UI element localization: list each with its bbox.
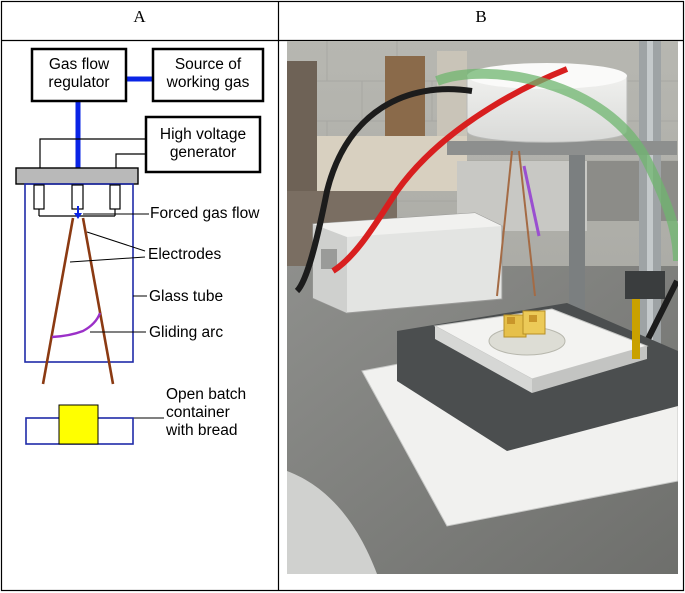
nozzle-left [33, 184, 45, 210]
glass-tube-label: Glass tube [149, 288, 224, 305]
electrodes-label: Electrodes [148, 246, 222, 263]
leader-electrodes-right [86, 231, 146, 252]
gliding-arc-label: Gliding arc [149, 324, 224, 341]
panel-b-header: B [475, 7, 487, 26]
glass-tube [24, 183, 134, 363]
high-voltage-generator-label: High voltage generator [159, 126, 247, 161]
leader-electrodes-left [69, 256, 146, 263]
electrode-left [41, 217, 75, 385]
setup-photograph [287, 41, 678, 574]
gliding-arc [51, 312, 102, 339]
hv-wire-right [115, 153, 146, 168]
gas-flow-arrow-head [74, 213, 82, 219]
electrode-holder [15, 167, 139, 185]
source-of-working-gas-box [151, 47, 265, 103]
gas-flow-regulator-box [30, 47, 128, 103]
nozzle-right [109, 184, 121, 210]
forced-gas-flow-label: Forced gas flow [150, 205, 260, 222]
gas-flow-regulator-label: Gas flow regulator [48, 56, 110, 91]
nozzle-center [71, 184, 84, 210]
panel-a-header: A [133, 7, 146, 26]
hv-wire-left [39, 138, 146, 168]
bread-sample [58, 404, 99, 445]
container-label: Open batch container with bread [166, 386, 247, 439]
high-voltage-generator-box [144, 115, 262, 174]
electrode-right [81, 217, 115, 385]
source-of-working-gas-label: Source of working gas [166, 56, 250, 91]
